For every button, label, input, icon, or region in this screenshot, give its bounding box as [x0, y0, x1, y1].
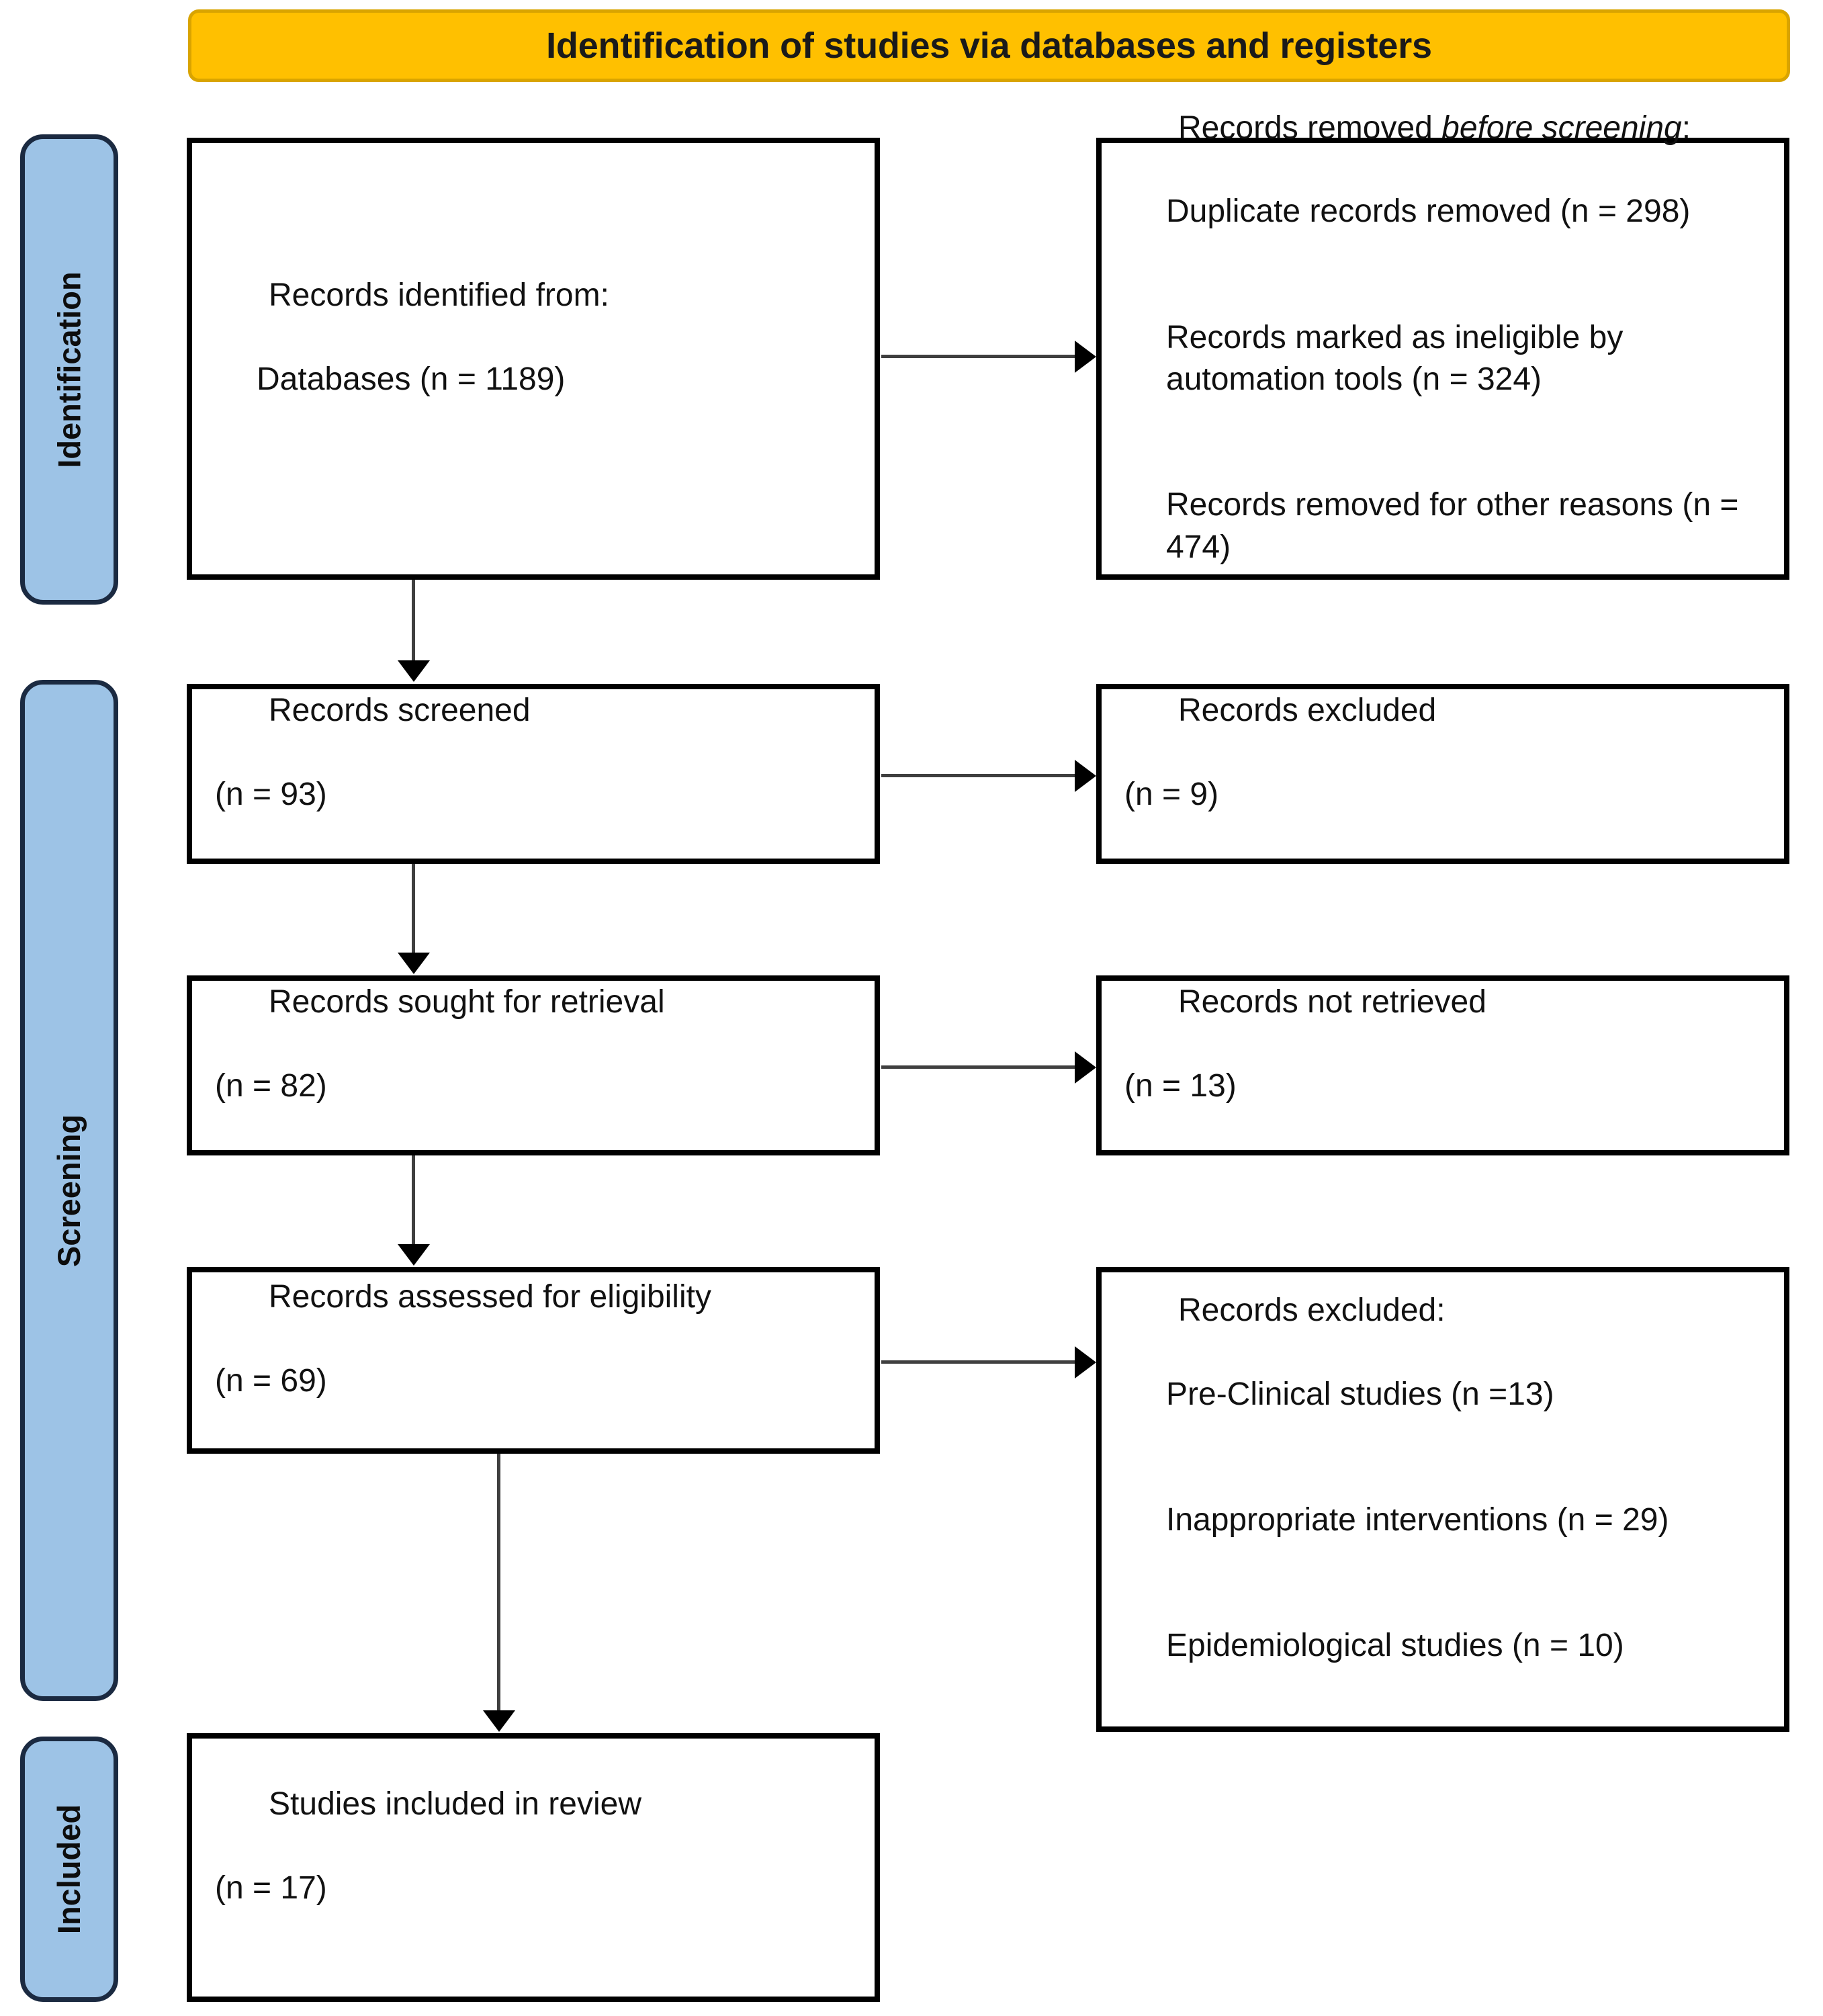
records-removed-item-0: Duplicate records removed (n = 298) — [1166, 193, 1691, 230]
records-not-retrieved-title: Records not retrieved — [1178, 984, 1486, 1020]
box-records-excluded-screening: Records excluded (n = 9) — [1096, 684, 1789, 864]
records-screened-title: Records screened — [269, 693, 531, 729]
stage-tab-screening: Screening — [20, 680, 118, 1701]
stage-tab-label-screening: Screening — [51, 1114, 87, 1267]
box-studies-included-text: Studies included in review (n = 17) — [192, 1742, 875, 1993]
arrow-identified-to-screened — [412, 580, 415, 662]
records-excluded-screening-title: Records excluded — [1178, 693, 1437, 729]
records-identified-item-0: Databases (n = 1189) — [257, 361, 566, 397]
arrow-sought-to-assessed — [412, 1155, 415, 1245]
box-records-removed-before-screening: Records removed before screening: Duplic… — [1096, 110, 1789, 580]
records-sought-title: Records sought for retrieval — [269, 984, 665, 1020]
records-removed-item-2: Records removed for other reasons (n = 4… — [1166, 487, 1748, 565]
page-title: Identification of studies via databases … — [546, 26, 1432, 66]
arrow-assessed-to-excluded — [881, 1360, 1076, 1364]
box-records-assessed-for-eligibility: Records assessed for eligibility (n = 69… — [187, 1267, 880, 1454]
records-removed-title-tail: : — [1681, 109, 1691, 146]
records-sought-count: (n = 82) — [215, 1068, 327, 1104]
box-records-sought-for-retrieval: Records sought for retrieval (n = 82) — [187, 975, 880, 1155]
records-identified-title: Records identified from: — [269, 277, 609, 314]
arrow-screened-to-excluded — [881, 774, 1076, 777]
records-assessed-title: Records assessed for eligibility — [269, 1279, 711, 1315]
records-removed-title-italic: before screening — [1441, 109, 1682, 146]
box-records-screened-text: Records screened (n = 93) — [192, 648, 875, 900]
box-records-excluded-screening-text: Records excluded (n = 9) — [1102, 648, 1784, 900]
records-assessed-count: (n = 69) — [215, 1363, 327, 1399]
diagram-header-bar: Identification of studies via databases … — [188, 9, 1790, 82]
stage-tab-identification: Identification — [20, 134, 118, 605]
records-removed-item-1: Records marked as ineligible by automati… — [1166, 319, 1632, 397]
box-records-assessed-text: Records assessed for eligibility (n = 69… — [192, 1235, 875, 1486]
box-records-identified-text: Records identified from: Databases (n = … — [192, 233, 875, 484]
records-excluded-eligibility-item-0: Pre-Clinical studies (n =13) — [1166, 1376, 1554, 1412]
arrow-identified-to-removed — [881, 355, 1076, 358]
box-records-screened: Records screened (n = 93) — [187, 684, 880, 864]
records-excluded-eligibility-title: Records excluded: — [1178, 1292, 1446, 1329]
records-not-retrieved-count: (n = 13) — [1124, 1068, 1237, 1104]
box-records-sought-text: Records sought for retrieval (n = 82) — [192, 940, 875, 1191]
arrow-sought-to-not-retrieved — [881, 1065, 1076, 1069]
box-records-excluded-eligibility: Records excluded: Pre-Clinical studies (… — [1096, 1267, 1789, 1732]
stage-tab-label-included: Included — [51, 1804, 87, 1935]
arrow-assessed-to-included — [497, 1454, 500, 1712]
box-records-excluded-eligibility-text: Records excluded: Pre-Clinical studies (… — [1102, 1248, 1784, 1751]
studies-included-title: Studies included in review — [269, 1786, 641, 1823]
arrow-screened-to-sought — [412, 864, 415, 954]
studies-included-count: (n = 17) — [215, 1870, 327, 1906]
box-studies-included-in-review: Studies included in review (n = 17) — [187, 1733, 880, 2002]
box-records-not-retrieved: Records not retrieved (n = 13) — [1096, 975, 1789, 1155]
box-records-identified: Records identified from: Databases (n = … — [187, 138, 880, 580]
records-excluded-eligibility-item-1: Inappropriate interventions (n = 29) — [1166, 1502, 1669, 1538]
records-excluded-eligibility-item-2: Epidemiological studies (n = 10) — [1166, 1628, 1624, 1664]
records-excluded-screening-count: (n = 9) — [1124, 777, 1219, 812]
stage-tab-included: Included — [20, 1737, 118, 2002]
box-records-removed-text: Records removed before screening: Duplic… — [1102, 65, 1784, 652]
records-removed-title-lead: Records removed — [1178, 109, 1442, 146]
stage-tab-label-identification: Identification — [51, 271, 87, 468]
records-screened-count: (n = 93) — [215, 777, 327, 812]
box-records-not-retrieved-text: Records not retrieved (n = 13) — [1102, 940, 1784, 1191]
